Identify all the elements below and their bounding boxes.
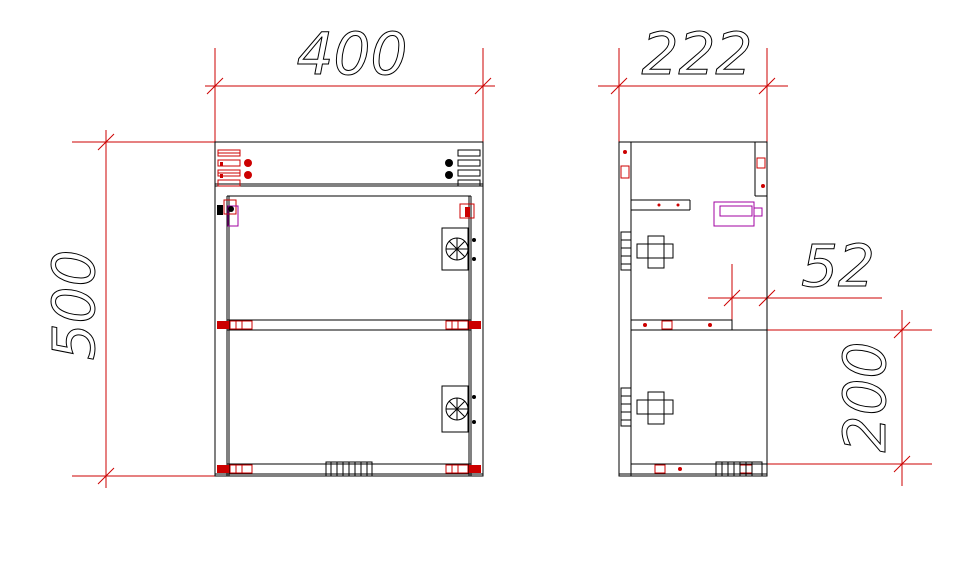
side-hinge-upper (620, 231, 674, 271)
mounting-rail-side (715, 461, 763, 477)
front-shelf (226, 319, 472, 331)
side-view (618, 141, 768, 477)
dimension-lines (72, 48, 932, 488)
cam-fittings-left (217, 149, 241, 187)
hinge-lower (441, 385, 469, 433)
dim-side-depth: 222 (642, 20, 753, 88)
front-outer-frame (214, 141, 484, 477)
hinge-upper (441, 227, 469, 271)
side-outer-frame (618, 141, 768, 477)
side-connector (713, 201, 763, 227)
dim-front-height: 500 (40, 250, 108, 361)
dim-lower-height: 200 (831, 342, 899, 453)
dim-front-width: 400 (297, 20, 408, 88)
mounting-rail-front (325, 461, 373, 477)
side-hinge-lower (620, 387, 674, 427)
cam-fittings-right (457, 149, 481, 187)
side-shelf (630, 319, 733, 331)
front-view (214, 141, 484, 477)
dim-shelf-offset: 52 (801, 232, 875, 300)
